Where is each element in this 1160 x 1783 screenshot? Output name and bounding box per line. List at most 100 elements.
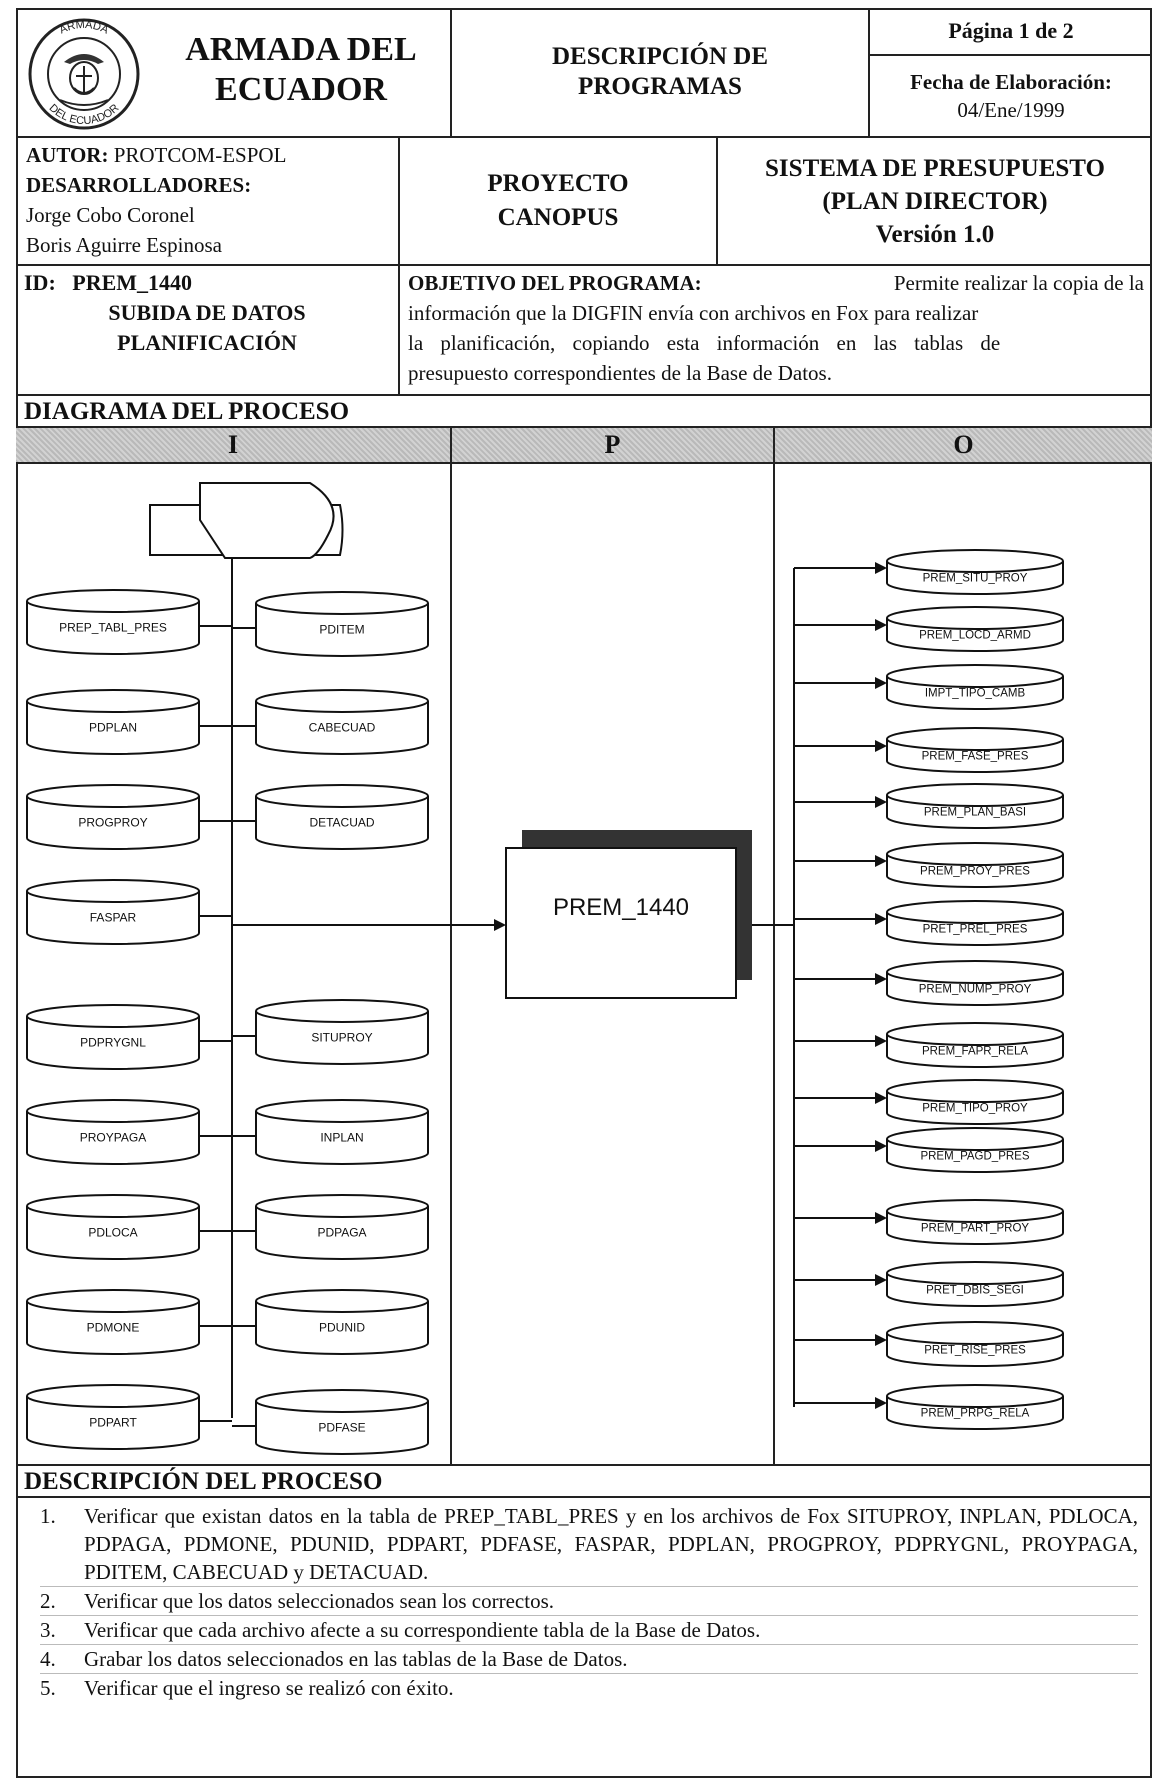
doc-type-line2: PROGRAMAS: [578, 73, 742, 100]
process-label: PREM_1440: [553, 894, 689, 921]
input-table-prep_tabl_pres: PREP_TABL_PRES: [26, 589, 200, 655]
output-table-prem_nump_proy: PREM_NUMP_PROY: [886, 960, 1064, 1006]
cylinder-label: PRET_PREL_PRES: [923, 924, 1028, 936]
project-cell: PROYECTO CANOPUS: [400, 138, 718, 266]
cylinder-label: PREM_PART_PROY: [921, 1223, 1030, 1235]
objective-line1: Permite realizar la copia de la: [893, 271, 1144, 295]
step-number: 2.: [40, 1589, 56, 1613]
input-table-pditem: PDITEM: [255, 591, 429, 657]
developers-label: DESARROLLADORES:: [26, 173, 252, 197]
input-table-pdfase: PDFASE: [255, 1389, 429, 1455]
cylinder-label: PDFASE: [318, 1421, 365, 1435]
output-table-prem_locd_armd: PREM_LOCD_ARMD: [886, 606, 1064, 652]
input-table-pdprygnl: PDPRYGNL: [26, 1004, 200, 1070]
output-table-prem_situ_proy: PREM_SITU_PROY: [886, 549, 1064, 595]
step-number: 3.: [40, 1618, 56, 1642]
description-step: 2.Verificar que los datos seleccionados …: [40, 1587, 1138, 1616]
description-step: 3. Verificar que cada archivo afecte a su…: [40, 1616, 1138, 1645]
svg-text:ARMADA: ARMADA: [58, 19, 111, 37]
cylinder-label: PDUNID: [319, 1321, 365, 1335]
cylinder-label: PREM_PRPG_RELA: [921, 1408, 1030, 1420]
org-cell: ARMADA DEL ECUADOR ARMADA DEL ECUADOR: [16, 8, 452, 138]
objective-line4: presupuesto correspondientes de la Base …: [408, 361, 832, 385]
cylinder-label: PREM_PROY_PRES: [920, 866, 1030, 878]
cylinder-label: INPLAN: [320, 1131, 363, 1145]
description-step: 5. Verificar que el ingreso se realizó co…: [40, 1674, 1138, 1702]
step-number: 5.: [40, 1676, 56, 1700]
cylinder-label: PREM_PAGD_PRES: [920, 1151, 1029, 1163]
fox-files-storage-symbol: [149, 482, 344, 559]
input-table-pdpaga: PDPAGA: [255, 1194, 429, 1260]
cylinder-label: PDPART: [89, 1416, 137, 1430]
program-name-line2: PLANIFICACIÓN: [117, 330, 297, 355]
cylinder-label: PREM_FASE_PRES: [922, 751, 1029, 763]
description-steps: 1. Verificar que existan datos en la tabl…: [16, 1500, 1152, 1702]
step-text: Verificar que el ingreso se realizó con …: [84, 1676, 454, 1700]
doc-type-line1: DESCRIPCIÓN DE: [551, 43, 768, 70]
system-cell: SISTEMA DE PRESUPUESTO (PLAN DIRECTOR) V…: [718, 138, 1152, 266]
system-line1: SISTEMA DE PRESUPUESTO: [765, 154, 1105, 182]
org-name-line1: ARMADA DEL: [185, 31, 417, 68]
output-table-prem_fapr_rela: PREM_FAPR_RELA: [886, 1022, 1064, 1068]
input-table-cabecuad: CABECUAD: [255, 689, 429, 755]
cylinder-label: DETACUAD: [309, 816, 374, 830]
step-text: Grabar los datos seleccionados en las ta…: [84, 1647, 628, 1671]
developer-1: Jorge Cobo Coronel: [26, 203, 195, 227]
cylinder-label: PDLOCA: [88, 1226, 137, 1240]
input-table-inplan: INPLAN: [255, 1099, 429, 1165]
input-table-pdplan: PDPLAN: [26, 689, 200, 755]
seal-top-text: ARMADA: [58, 19, 111, 37]
input-table-situproy: SITUPROY: [255, 999, 429, 1065]
process-box: PREM_1440: [505, 847, 737, 999]
developer-2: Boris Aguirre Espinosa: [26, 233, 222, 257]
description-step: 4. Grabar los datos seleccionados en las …: [40, 1645, 1138, 1674]
system-version: Versión 1.0: [875, 220, 995, 248]
cylinder-label: PDPRYGNL: [80, 1036, 146, 1050]
diagram-title-text: DIAGRAMA DEL PROCESO: [24, 398, 350, 425]
author-cell: AUTOR: PROTCOM-ESPOL DESARROLLADORES: Jo…: [16, 138, 400, 266]
page-frame: [16, 8, 1152, 1778]
system-line2: (PLAN DIRECTOR): [822, 187, 1048, 215]
date-value: 04/Ene/1999: [957, 98, 1065, 122]
step-text: Verificar que cada archivo afecte a su c…: [84, 1618, 761, 1642]
cylinder-label: FASPAR: [90, 911, 137, 925]
column-divider-1: [450, 464, 452, 1464]
cylinder-label: PDITEM: [319, 623, 364, 637]
output-table-prem_tipo_proy: PREM_TIPO_PROY: [886, 1079, 1064, 1125]
cylinder-label: PROGPROY: [78, 816, 147, 830]
objective-label: OBJETIVO DEL PROGRAMA:: [408, 271, 702, 295]
step-text: Verificar que existan datos en la tabla …: [84, 1504, 1138, 1584]
output-table-prem_fase_pres: PREM_FASE_PRES: [886, 727, 1064, 773]
objective-line3: la planificación, copiando esta informac…: [408, 331, 1001, 355]
objective-line2: información que la DIGFIN envía con arch…: [408, 301, 979, 325]
output-table-prem_plan_basi: PREM_PLAN_BASI: [886, 783, 1064, 829]
output-table-pret_dbis_segi: PRET_DBIS_SEGI: [886, 1261, 1064, 1307]
author-value: PROTCOM-ESPOL: [113, 143, 287, 167]
cylinder-label: PRET_DBIS_SEGI: [926, 1285, 1024, 1297]
date-cell: Fecha de Elaboración: 04/Ene/1999: [870, 56, 1152, 138]
input-table-faspar: FASPAR: [26, 879, 200, 945]
cylinder-label: IMPT_TIPO_CAMB: [925, 688, 1026, 700]
output-table-prem_part_proy: PREM_PART_PROY: [886, 1199, 1064, 1245]
input-table-pdmone: PDMONE: [26, 1289, 200, 1355]
cylinder-label: PREP_TABL_PRES: [59, 621, 167, 635]
column-header-output: O: [775, 428, 1152, 464]
description-title-text: DESCRIPCIÓN DEL PROCESO: [24, 1468, 383, 1495]
cylinder-label: PREM_FAPR_RELA: [922, 1046, 1028, 1058]
cylinder-label: PREM_PLAN_BASI: [924, 807, 1026, 819]
cylinder-label: PREM_LOCD_ARMD: [919, 630, 1031, 642]
output-table-pret_prel_pres: PRET_PREL_PRES: [886, 900, 1064, 946]
objective-cell: OBJETIVO DEL PROGRAMA: Permite realizar l…: [400, 266, 1152, 396]
cylinder-label: PDMONE: [87, 1321, 140, 1335]
column-header-input: I: [16, 428, 452, 464]
input-table-detacuad: DETACUAD: [255, 784, 429, 850]
program-id-value: PREM_1440: [72, 270, 193, 295]
step-number: 1.: [40, 1504, 56, 1528]
program-name-line1: SUBIDA DE DATOS: [108, 300, 306, 325]
cylinder-label: PREM_SITU_PROY: [923, 573, 1028, 585]
output-table-pret_rise_pres: PRET_RISE_PRES: [886, 1321, 1064, 1367]
description-title: DESCRIPCIÓN DEL PROCESO: [16, 1464, 1152, 1498]
step-number: 4.: [40, 1647, 56, 1671]
org-name: ARMADA DEL ECUADOR: [156, 30, 446, 110]
output-table-impt_tipo_camb: IMPT_TIPO_CAMB: [886, 664, 1064, 710]
